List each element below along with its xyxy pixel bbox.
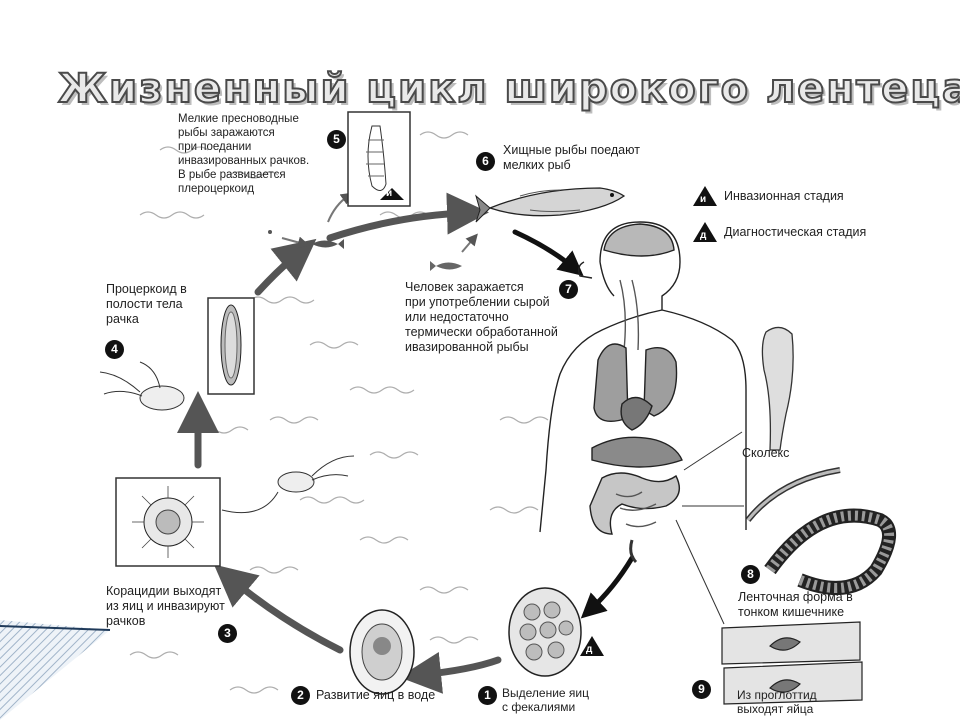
cycle-arrows [177, 192, 502, 694]
step-badge-9: 9 [692, 680, 711, 699]
egg-diagnostic-mark: д [586, 644, 593, 655]
legend-invasive-label: Инвазионная стадия [724, 189, 844, 203]
diagnostic-stage-triangle [693, 222, 717, 242]
invasive-stage-mark: и [700, 194, 707, 205]
step-badge-2: 2 [291, 686, 310, 705]
corner-stripes-decoration [0, 620, 111, 720]
copepod-illustration [99, 361, 185, 411]
step-badge-4: 4 [105, 340, 124, 359]
step-badge-8: 8 [741, 565, 760, 584]
diagnostic-stage-mark: д [700, 230, 707, 241]
step-badge-5: 5 [327, 130, 346, 149]
invasive-stage-triangle [693, 186, 717, 206]
plerocercoid-invasive-mark: и [386, 188, 393, 199]
small-arrows [281, 192, 478, 253]
step-2-label: Развитие яиц в воде [316, 688, 436, 702]
legend-diagnostic-label: Диагностическая стадия [724, 225, 867, 239]
human-arrows [512, 229, 635, 619]
proglottids-illustration [721, 621, 863, 705]
step-badge-3: 3 [218, 624, 237, 643]
step-badge-6: 6 [476, 152, 495, 171]
pike-fish-illustration [475, 187, 626, 223]
step-badge-1: 1 [478, 686, 497, 705]
step-badge-7: 7 [559, 280, 578, 299]
scolex-label: Сколекс [742, 446, 790, 460]
slide-title: Жизненный цикл широкого лентеца [57, 65, 960, 113]
human-body-illustration [539, 221, 747, 564]
